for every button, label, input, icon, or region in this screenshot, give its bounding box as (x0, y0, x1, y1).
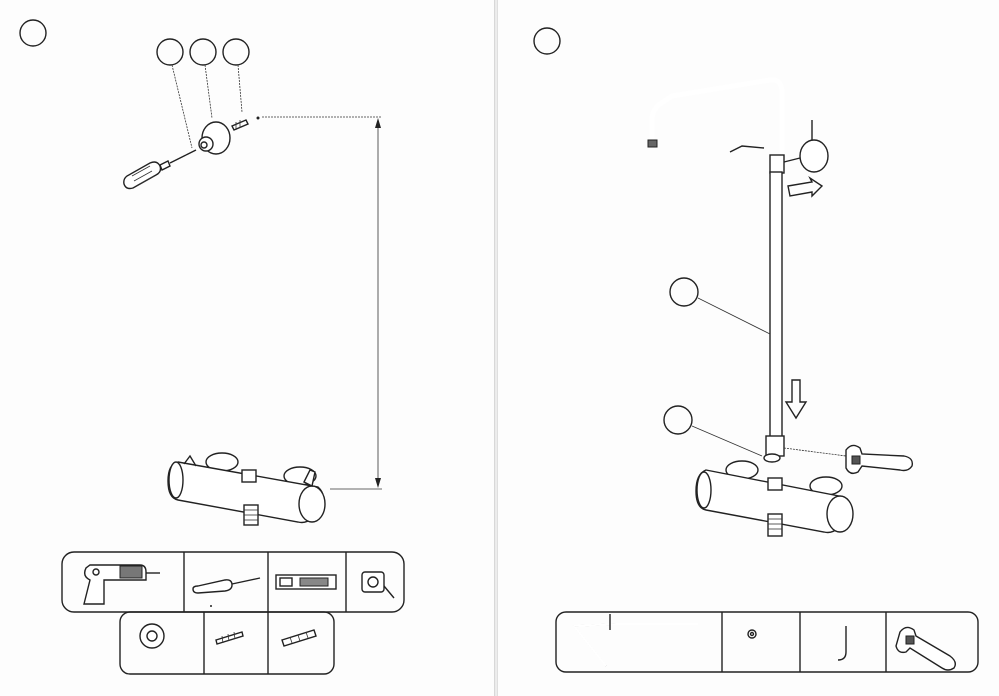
part-a-riser (571, 614, 698, 667)
drill-mark-top (256, 116, 260, 120)
part-g-wall-plug (281, 629, 317, 647)
wrench-illustration (783, 444, 914, 475)
part-j-bracket (139, 623, 165, 649)
step-4-badge (19, 19, 47, 47)
screwdriver-illustration (123, 154, 187, 190)
callout-g (222, 38, 250, 113)
callout-l (156, 38, 193, 149)
dimension-720mm (262, 116, 382, 490)
part-j-hook (837, 626, 847, 661)
screwdriver-icon (192, 577, 261, 607)
page-gutter (494, 0, 498, 696)
washer-n (763, 453, 781, 463)
parts-panel (119, 611, 335, 675)
part-n-washer (747, 629, 757, 639)
down-arrow (784, 379, 808, 420)
callout-j (189, 38, 217, 119)
mixer-valve-step4 (167, 452, 326, 526)
shower-riser-pipe (647, 77, 785, 457)
wall-plug-illustration (185, 149, 197, 156)
callout-a (669, 277, 771, 335)
drill-icon (83, 564, 160, 605)
step-5-badge (533, 27, 561, 55)
callout-n (663, 405, 763, 457)
tape-measure-icon (361, 571, 395, 599)
wall-bracket-illustration (198, 121, 231, 155)
wrench-icon (895, 626, 957, 671)
tools-panel (61, 551, 405, 613)
parts-panel-step5 (555, 611, 979, 673)
push-direction-arrow (787, 175, 824, 198)
spirit-level-icon (275, 574, 337, 590)
screw-illustration (231, 119, 249, 131)
right-page (496, 0, 999, 696)
part-l-screw (215, 631, 244, 645)
wall-bracket-step5 (729, 120, 829, 173)
mixer-valve-step5 (695, 460, 854, 537)
